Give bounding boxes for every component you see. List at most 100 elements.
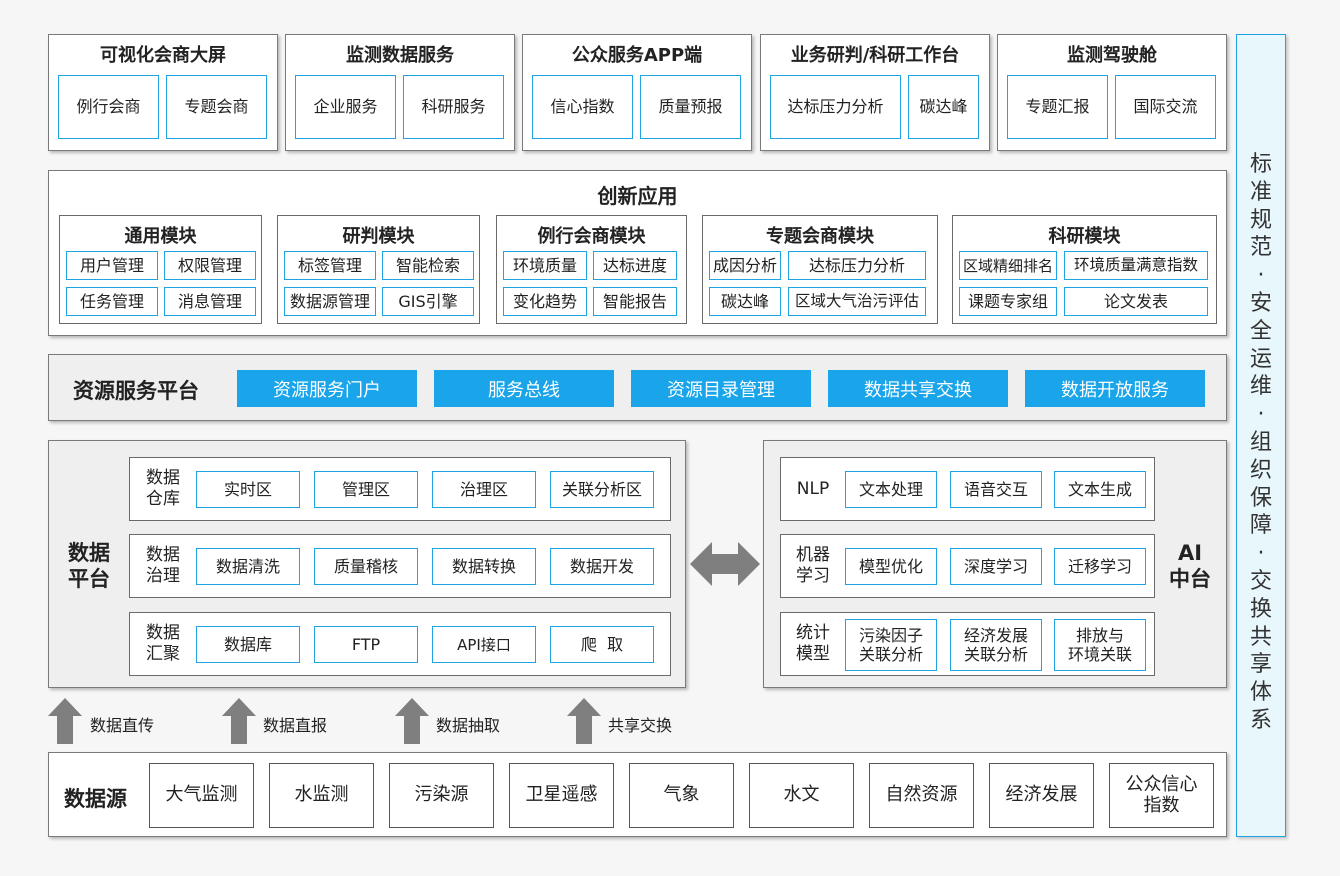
source-item[interactable]: 水监测 <box>269 763 374 828</box>
row-item[interactable]: 模型优化 <box>845 548 937 585</box>
top-box-item[interactable]: 国际交流 <box>1115 75 1216 139</box>
module-analysis: 研判模块 标签管理 智能检索 数据源管理 GIS引擎 <box>277 215 480 324</box>
innovation-panel: 创新应用 通用模块 用户管理 权限管理 任务管理 消息管理 研判模块 标签管理 … <box>48 170 1227 336</box>
side-banner-char: 障 <box>1249 513 1272 539</box>
row-item[interactable]: FTP <box>314 626 418 663</box>
service-bus-button[interactable]: 服务总线 <box>434 370 614 407</box>
module-item[interactable]: 达标进度 <box>593 251 677 280</box>
side-banner-char: · <box>1257 541 1265 567</box>
module-item[interactable]: 达标压力分析 <box>788 251 926 280</box>
open-data-button[interactable]: 数据开放服务 <box>1025 370 1205 407</box>
innovation-title: 创新应用 <box>597 184 678 208</box>
ai-platform: AI 中台 NLP 文本处理 语音交互 文本生成 机器学习 模型优化 深度学习 … <box>763 440 1227 688</box>
top-box-item[interactable]: 专题汇报 <box>1007 75 1108 139</box>
row-item[interactable]: 迁移学习 <box>1054 548 1146 585</box>
data-platform-title: 数据 平台 <box>68 541 110 591</box>
row-item[interactable]: 文本生成 <box>1054 471 1146 508</box>
source-item[interactable]: 气象 <box>629 763 734 828</box>
data-source-panel: 数据源 大气监测 水监测 污染源 卫星遥感 气象 水文 自然资源 经济发展 公众… <box>48 752 1227 837</box>
top-box-item[interactable]: 达标压力分析 <box>770 75 901 139</box>
side-standards-banner: 标准规范·安全运维·组织保障·交换共享体系 <box>1236 34 1286 837</box>
module-item[interactable]: 标签管理 <box>284 251 376 280</box>
row-item[interactable]: 语音交互 <box>950 471 1042 508</box>
module-item[interactable]: 环境质量 <box>503 251 587 280</box>
data-collection-row: 数据汇聚 数据库 FTP API接口 爬 取 <box>129 612 671 676</box>
module-item[interactable]: 成因分析 <box>709 251 781 280</box>
row-item[interactable]: 爬 取 <box>550 626 654 663</box>
side-banner-char: 交 <box>1249 568 1272 594</box>
resource-catalog-button[interactable]: 资源目录管理 <box>631 370 811 407</box>
side-banner-char: 准 <box>1249 179 1272 205</box>
arrow-label-share-exchange: 共享交换 <box>608 716 673 735</box>
top-box-item[interactable]: 碳达峰 <box>908 75 979 139</box>
up-arrow-icon <box>222 698 256 744</box>
row-item[interactable]: 数据库 <box>196 626 300 663</box>
module-item[interactable]: 权限管理 <box>164 251 256 280</box>
row-item[interactable]: 数据转换 <box>432 548 536 585</box>
row-item[interactable]: 数据清洗 <box>196 548 300 585</box>
side-banner-char: 共 <box>1249 624 1272 650</box>
top-box-public-app: 公众服务APP端 信心指数 质量预报 <box>522 34 752 151</box>
row-label: 机器学习 <box>796 545 830 586</box>
source-item[interactable]: 大气监测 <box>149 763 254 828</box>
module-title: 例行会商模块 <box>537 226 646 247</box>
row-item[interactable]: 关联分析区 <box>550 471 654 508</box>
module-item[interactable]: 智能检索 <box>382 251 474 280</box>
top-box-item[interactable]: 例行会商 <box>58 75 159 139</box>
row-item[interactable]: 数据开发 <box>550 548 654 585</box>
top-box-item[interactable]: 质量预报 <box>640 75 741 139</box>
row-item[interactable]: 实时区 <box>196 471 300 508</box>
row-item[interactable]: API接口 <box>432 626 536 663</box>
row-item[interactable]: 污染因子关联分析 <box>845 619 937 671</box>
source-item[interactable]: 水文 <box>749 763 854 828</box>
module-item[interactable]: 用户管理 <box>66 251 158 280</box>
row-item[interactable]: 管理区 <box>314 471 418 508</box>
source-item[interactable]: 经济发展 <box>989 763 1094 828</box>
side-banner-char: 标 <box>1249 152 1272 177</box>
top-box-title: 公众服务APP端 <box>571 45 703 66</box>
source-item[interactable]: 卫星遥感 <box>509 763 614 828</box>
resource-portal-button[interactable]: 资源服务门户 <box>237 370 417 407</box>
side-banner-char: 全 <box>1249 318 1272 344</box>
module-item[interactable]: 论文发表 <box>1064 287 1208 316</box>
top-box-workbench: 业务研判/科研工作台 达标压力分析 碳达峰 <box>760 34 990 151</box>
side-banner-char: 安 <box>1249 290 1272 316</box>
module-item[interactable]: 消息管理 <box>164 287 256 316</box>
module-item[interactable]: 智能报告 <box>593 287 677 316</box>
top-box-title: 监测数据服务 <box>346 45 454 66</box>
row-item[interactable]: 经济发展关联分析 <box>950 619 1042 671</box>
row-item[interactable]: 深度学习 <box>950 548 1042 585</box>
data-sharing-button[interactable]: 数据共享交换 <box>828 370 1008 407</box>
source-item[interactable]: 污染源 <box>389 763 494 828</box>
top-box-item[interactable]: 信心指数 <box>532 75 633 139</box>
module-item[interactable]: 环境质量满意指数 <box>1064 251 1208 280</box>
row-item[interactable]: 治理区 <box>432 471 536 508</box>
module-item[interactable]: GIS引擎 <box>382 287 474 316</box>
module-item[interactable]: 区域大气治污评估 <box>788 287 926 316</box>
module-item[interactable]: 区域精细排名 <box>959 251 1057 280</box>
side-banner-char: 系 <box>1249 707 1272 733</box>
arrow-label-extract: 数据抽取 <box>436 716 501 735</box>
data-warehouse-row: 数据仓库 实时区 管理区 治理区 关联分析区 <box>129 457 671 521</box>
row-label: 统计模型 <box>796 623 830 664</box>
row-label: NLP <box>796 479 830 499</box>
source-item[interactable]: 公众信心指数 <box>1109 763 1214 828</box>
module-item[interactable]: 任务管理 <box>66 287 158 316</box>
top-box-item[interactable]: 科研服务 <box>403 75 504 139</box>
row-item[interactable]: 质量稽核 <box>314 548 418 585</box>
module-item[interactable]: 变化趋势 <box>503 287 587 316</box>
arrow-label-direct-report: 数据直报 <box>263 716 328 735</box>
source-item[interactable]: 自然资源 <box>869 763 974 828</box>
row-item[interactable]: 文本处理 <box>845 471 937 508</box>
top-box-item[interactable]: 专题会商 <box>166 75 267 139</box>
side-banner-char: 规 <box>1249 207 1272 233</box>
module-item[interactable]: 课题专家组 <box>959 287 1057 316</box>
side-banner-text: 标准规范·安全运维·组织保障·交换共享体系 <box>1237 151 1285 735</box>
top-box-item[interactable]: 企业服务 <box>295 75 396 139</box>
module-general: 通用模块 用户管理 权限管理 任务管理 消息管理 <box>59 215 262 324</box>
data-platform: 数据 平台 数据仓库 实时区 管理区 治理区 关联分析区 数据治理 数据清洗 质… <box>48 440 686 688</box>
row-label: 数据治理 <box>146 545 180 586</box>
row-item[interactable]: 排放与环境关联 <box>1054 619 1146 671</box>
module-item[interactable]: 碳达峰 <box>709 287 781 316</box>
module-item[interactable]: 数据源管理 <box>284 287 376 316</box>
